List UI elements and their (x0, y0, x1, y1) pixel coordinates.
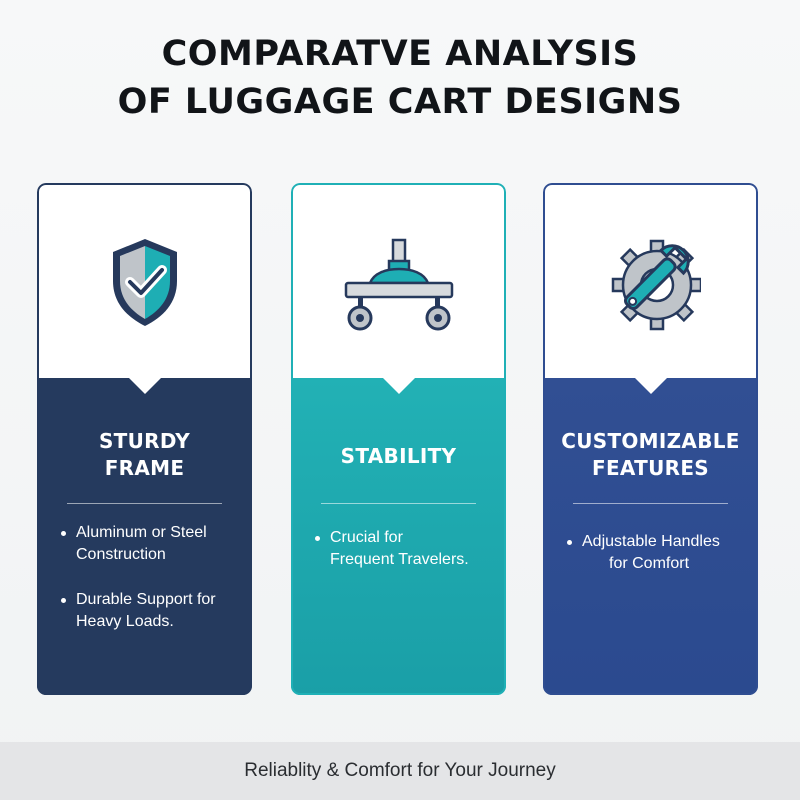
list-item: Durable Support for Heavy Loads. (37, 589, 252, 633)
card-stability: STABILITY Crucial for Frequent Travelers… (291, 183, 506, 695)
card-heading: STABILITY (291, 443, 506, 470)
card-heading-line: STURDY (98, 429, 191, 453)
list-item: Adjustable Handles for Comfort (543, 531, 758, 575)
card-heading-line: STABILITY (340, 444, 457, 468)
card-divider (321, 503, 476, 504)
card-bullet-list: Adjustable Handles for Comfort (543, 531, 758, 598)
shield-check-icon (105, 235, 185, 335)
bullet-text: Heavy Loads. (76, 613, 174, 630)
list-item: Crucial for Frequent Travelers. (291, 527, 506, 571)
card-heading: STURDY FRAME (37, 428, 252, 482)
card-content-panel (543, 378, 758, 695)
bullet-text: Adjustable Handles (582, 533, 720, 550)
bullet-text: Aluminum or Steel (76, 524, 207, 541)
bullet-text: Frequent Travelers. (330, 551, 469, 568)
card-content-panel (37, 378, 252, 695)
bullet-dot (567, 540, 572, 545)
card-divider (573, 503, 728, 504)
card-divider (67, 503, 222, 504)
footer-tagline: Reliablity & Comfort for Your Journey (244, 760, 556, 781)
card-notch (127, 377, 162, 394)
footer-banner: Reliablity & Comfort for Your Journey (0, 742, 800, 800)
card-bullet-list: Aluminum or Steel Construction Durable S… (37, 522, 252, 656)
bullet-dot (61, 598, 66, 603)
title-line-1: COMPARATVE ANALYSIS (161, 34, 639, 74)
card-heading-line: FEATURES (592, 456, 709, 480)
bullet-dot (315, 536, 320, 541)
cart-platform-icon (334, 238, 464, 338)
wrench-gear-icon (601, 233, 702, 337)
bullet-dot (61, 531, 66, 536)
card-heading: CUSTOMIZABLE FEATURES (543, 428, 758, 482)
card-heading-line: CUSTOMIZABLE (561, 429, 740, 453)
title-line-2: OF LUGGAGE CART DESIGNS (117, 82, 683, 122)
bullet-text: Construction (76, 546, 166, 563)
bullet-text: Durable Support for (76, 591, 216, 608)
bullet-text: Crucial for (330, 529, 403, 546)
card-sturdy-frame: STURDY FRAME Aluminum or Steel Construct… (37, 183, 252, 695)
list-item: Aluminum or Steel Construction (37, 522, 252, 566)
card-notch (381, 377, 416, 394)
page-title: COMPARATVE ANALYSIS OF LUGGAGE CART DESI… (0, 30, 800, 126)
card-notch (633, 377, 668, 394)
card-heading-line: FRAME (104, 456, 185, 480)
card-bullet-list: Crucial for Frequent Travelers. (291, 527, 506, 594)
bullet-text: for Comfort (609, 555, 690, 572)
card-content-panel (291, 378, 506, 695)
card-customizable-features: CUSTOMIZABLE FEATURES Adjustable Handles… (543, 183, 758, 695)
